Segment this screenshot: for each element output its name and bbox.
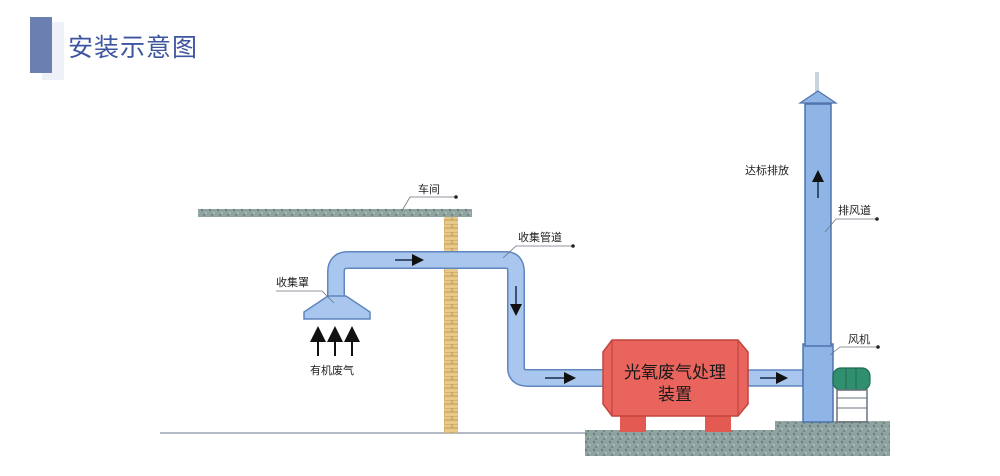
- hood-label: 收集罩: [276, 275, 309, 289]
- organic-gas-label: 有机废气: [310, 363, 354, 377]
- exhaust-label: 达标排放: [745, 163, 789, 177]
- exhaust-fan: [802, 343, 871, 423]
- leader-lines: [276, 196, 878, 356]
- pipe-label: 收集管道: [518, 230, 562, 244]
- device-label-line1: 光氧废气处理: [624, 363, 726, 383]
- collection-pipe: [327, 251, 603, 387]
- photo-oxidation-device: 光氧废气处理 装置: [602, 339, 749, 432]
- fan-label: 风机: [848, 332, 870, 346]
- device-label-line2: 装置: [658, 385, 692, 405]
- leader-dots: [454, 195, 880, 349]
- duct-label: 排风道: [838, 203, 871, 217]
- page-title: 安装示意图: [68, 33, 199, 62]
- workshop-roof: [198, 209, 472, 217]
- header-accent-bar: [30, 17, 52, 73]
- brick-column: [444, 217, 458, 433]
- collection-hood: [303, 295, 371, 320]
- equipment-base: [585, 430, 890, 456]
- workshop-label: 车间: [418, 182, 440, 196]
- stack-base: [775, 421, 890, 433]
- exhaust-stack: [798, 72, 838, 347]
